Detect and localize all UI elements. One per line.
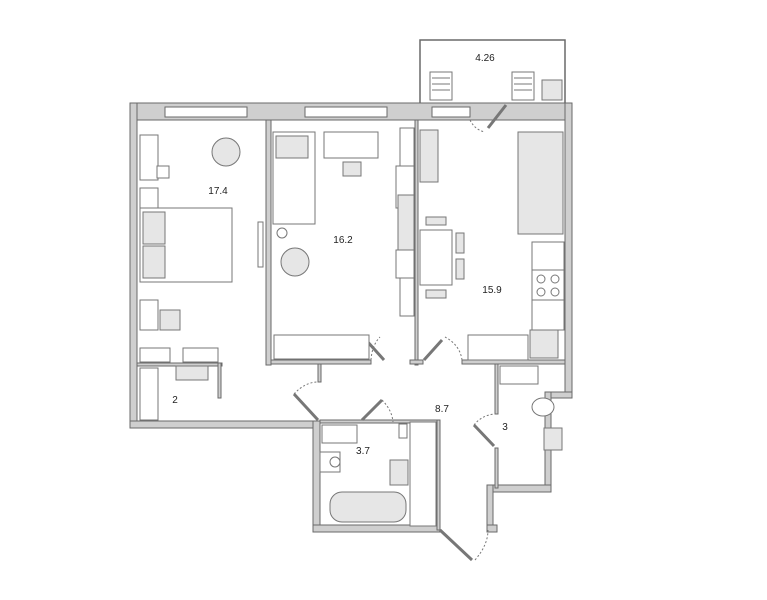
desk-icon (323, 131, 379, 159)
doors (292, 104, 508, 562)
kitchen-living-furniture (419, 129, 565, 361)
wardrobe-furniture (139, 347, 219, 421)
bathtub-icon (329, 491, 407, 523)
balcony (419, 39, 566, 103)
deck-chair-icon (429, 71, 453, 101)
washbasin-icon (543, 427, 563, 451)
chair-icon (159, 309, 181, 331)
room-area-balcony: 4.26 (475, 53, 495, 64)
side-table-icon (541, 79, 563, 101)
room-furniture (272, 127, 415, 360)
room-area-bedroom: 17.4 (208, 186, 228, 197)
room-area-kitchen-living: 15.9 (482, 285, 502, 296)
washbasin-icon (389, 459, 409, 486)
sink-icon (529, 329, 559, 359)
room-area-room: 16.2 (333, 235, 353, 246)
room-area-wardrobe: 2 (172, 395, 178, 406)
room-area-wc: 3 (502, 422, 508, 433)
deck-chair-icon (511, 71, 535, 101)
room-area-bathroom: 3.7 (356, 446, 370, 457)
bathroom-furniture (319, 421, 437, 527)
stove-icon (531, 269, 565, 301)
sofa-icon (517, 131, 564, 235)
toilet-icon (531, 397, 555, 417)
room-area-hallway: 8.7 (435, 404, 449, 415)
dining-table-icon (419, 229, 453, 286)
bedroom-furniture (139, 134, 264, 331)
wc-furniture (499, 365, 563, 451)
